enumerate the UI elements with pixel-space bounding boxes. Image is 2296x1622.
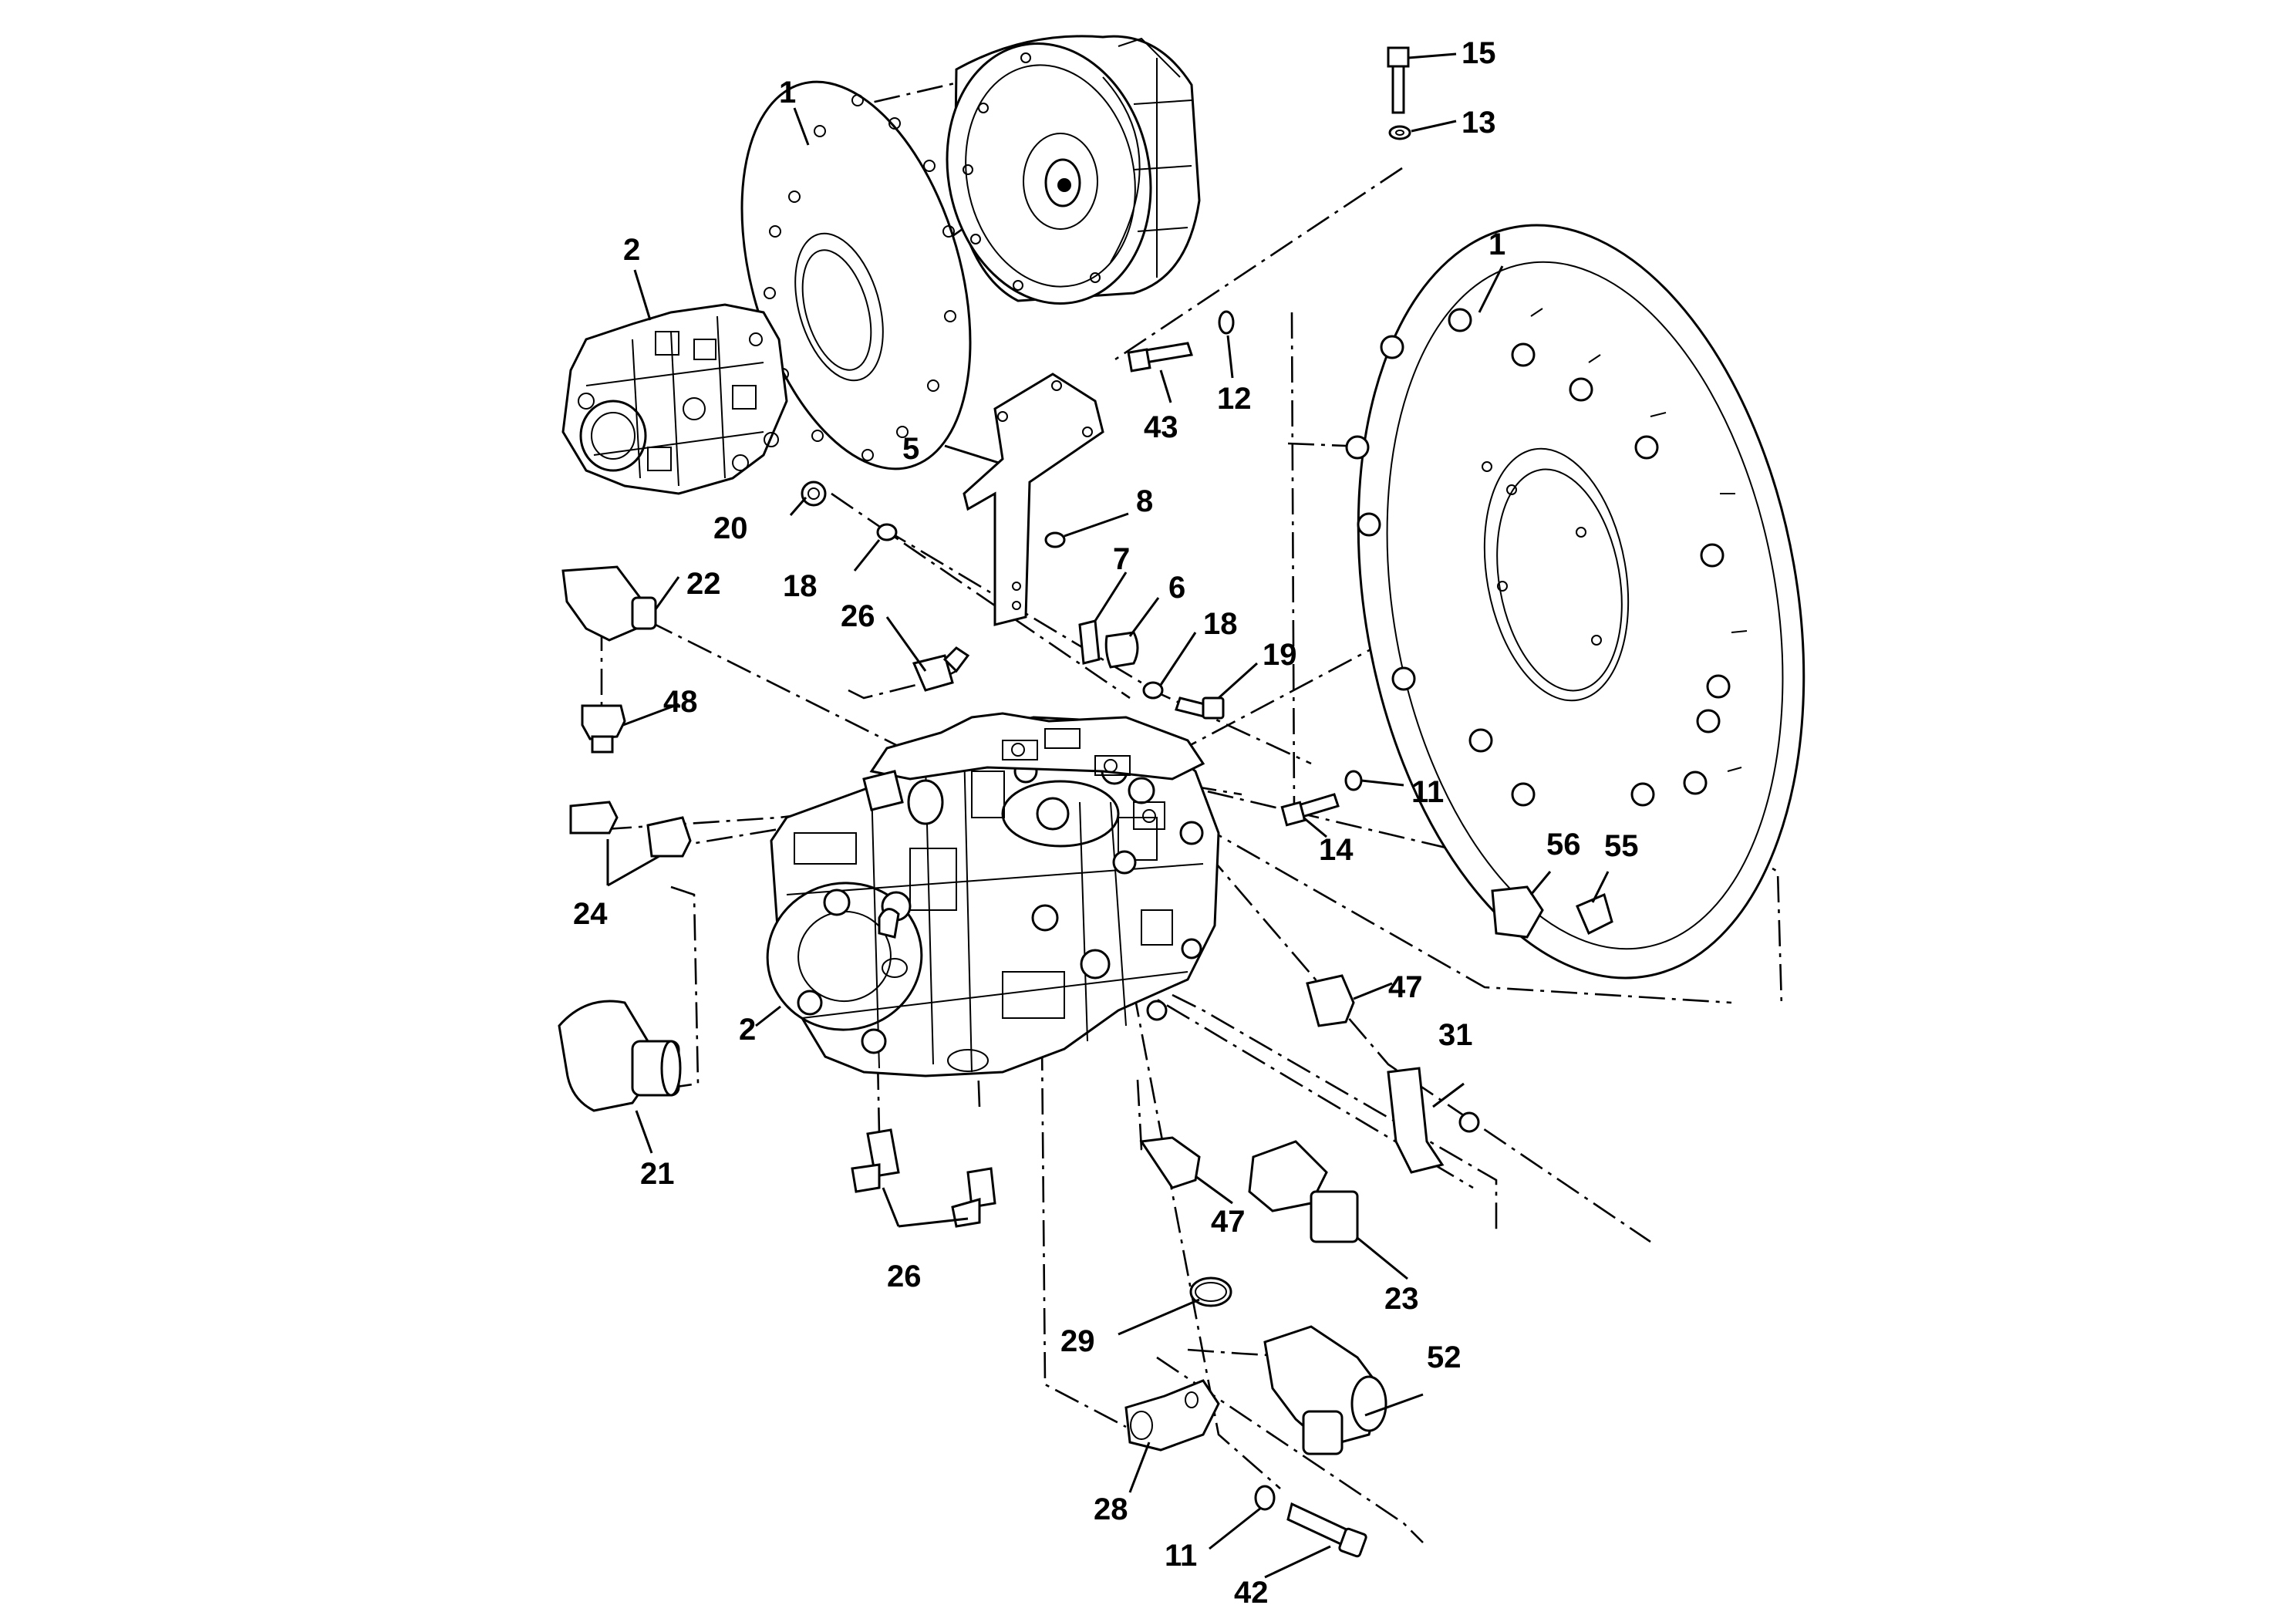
callout-23: 23 [1384,1282,1419,1316]
callout-26-top: 26 [841,599,875,633]
callout-47-lower: 47 [1211,1205,1246,1239]
callout-1-right: 1 [1489,228,1505,261]
callout-22: 22 [686,567,721,601]
callout-11-upper: 11 [1411,775,1444,809]
callout-15: 15 [1462,36,1496,70]
callout-11-lower: 11 [1165,1539,1197,1573]
callout-20: 20 [713,511,748,545]
callout-1-top: 1 [779,76,796,110]
pump-main-assembly [766,712,1220,1077]
callout-48: 48 [663,685,698,719]
callout-21: 21 [640,1157,675,1191]
callout-18-right: 18 [1203,607,1238,641]
callout-5: 5 [902,432,919,466]
callout-28: 28 [1094,1492,1128,1526]
callout-31: 31 [1438,1018,1473,1052]
callout-47-upper: 47 [1388,970,1423,1004]
callout-6: 6 [1168,571,1185,605]
callout-2-main: 2 [739,1013,756,1047]
hardware-parts [558,46,1613,1558]
callout-42: 42 [1234,1576,1269,1610]
flywheel-housing [946,35,1201,305]
adapter-plate-right [1345,224,1805,980]
callout-55: 55 [1604,829,1639,863]
callout-13: 13 [1462,106,1496,140]
callout-7: 7 [1113,542,1130,576]
callout-24: 24 [573,897,608,931]
adapter-plate-top [740,80,972,470]
callout-18-left: 18 [783,569,818,603]
callout-8: 8 [1136,484,1153,518]
callout-56: 56 [1546,828,1581,862]
leader-lines [606,52,1610,1579]
bracket [963,373,1104,626]
callout-52: 52 [1427,1340,1462,1374]
callout-2-small: 2 [623,233,640,267]
callout-12: 12 [1217,382,1252,416]
callout-labels: 1 1 2 2 5 6 7 8 11 11 12 13 14 15 18 18 … [573,36,1639,1610]
callout-14: 14 [1319,833,1354,867]
callout-19: 19 [1263,638,1297,672]
callout-26-bottom: 26 [887,1259,922,1293]
callout-43: 43 [1144,410,1178,444]
pump-small-view [561,303,788,495]
callout-29: 29 [1060,1324,1095,1358]
